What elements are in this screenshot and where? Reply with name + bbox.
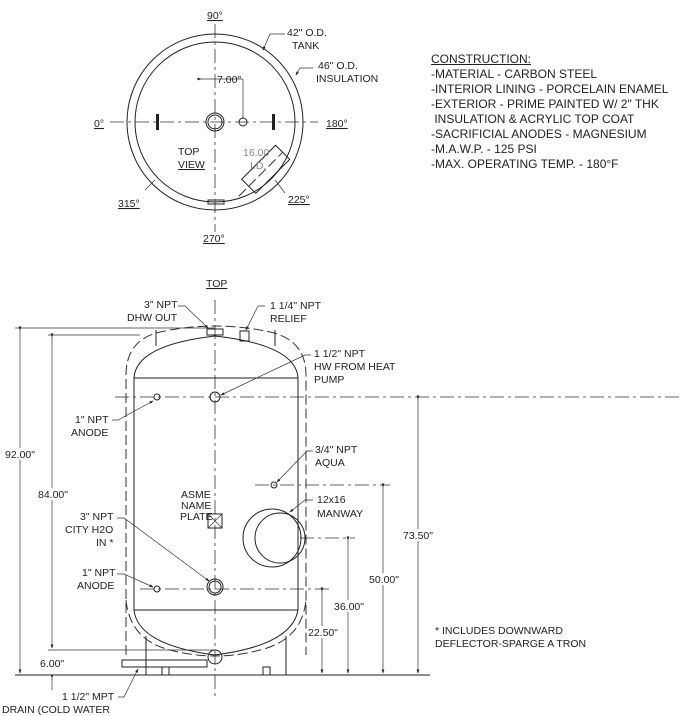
construction-line: -EXTERIOR - PRIME PAINTED W/ 2" THK [431, 97, 659, 111]
city-h2o-port [206, 578, 224, 596]
leader-line [178, 305, 209, 329]
nameplate [207, 513, 223, 529]
lug [156, 114, 159, 130]
leader-line [289, 499, 313, 513]
side-view: TOP 92.00" [2, 278, 681, 716]
tank-od-label: 42" O.D. [287, 27, 327, 39]
center-port [205, 112, 225, 132]
city-h2o-label-2: CITY H2O [65, 524, 113, 536]
foot [262, 666, 271, 676]
anode-upper-label-2: ANODE [71, 427, 108, 439]
manway [242, 508, 302, 568]
anode-lower-port [153, 585, 161, 593]
foot [161, 666, 170, 676]
city-h2o-label: 3" NPT [80, 511, 114, 523]
leader-line [262, 33, 285, 51]
anode-lower-label-2: ANODE [77, 580, 114, 592]
nameplate-label-3: PLATE [180, 511, 212, 523]
top-view: 7.00" 16.00 I.D. TOP VIEW 90° 0° 180° 27… [94, 10, 378, 245]
view-label: TOP [178, 146, 199, 158]
leader-line [144, 179, 156, 191]
lug [272, 114, 275, 130]
manway-label-2: MANWAY [317, 508, 363, 520]
aqua-label: 3/4" NPT [315, 444, 358, 456]
construction-line: -INTERIOR LINING - PORCELAIN ENAMEL [431, 82, 669, 96]
dhw-out-port [206, 328, 224, 336]
drain-label-2: DRAIN (COLD WATER [2, 704, 110, 716]
nameplate-label-2: NAME [181, 500, 211, 512]
construction-line: -SACRIFICIAL ANODES - MAGNESIUM [431, 127, 647, 141]
dhw-out-label-2: DHW OUT [127, 312, 178, 324]
manway-cover [254, 512, 306, 564]
angle-90: 90° [207, 10, 223, 22]
insulation-outline-bottom [125, 599, 307, 657]
view-label-underlined: VIEW [178, 159, 205, 171]
aqua-port [270, 481, 278, 489]
dim-92: 92.00" [5, 449, 35, 461]
dim-22-50: 22.50" [308, 627, 338, 639]
angle-270: 270° [203, 233, 225, 245]
construction-line: -MAX. OPERATING TEMP. - 180°F [431, 157, 619, 171]
hw-heat-pump-label-2: HW FROM HEAT [314, 361, 396, 373]
leader-line [117, 517, 210, 582]
construction-line: -M.A.W.P. - 125 PSI [431, 142, 537, 156]
footnote: * INCLUDES DOWNWARD [435, 625, 563, 637]
leader-line [274, 179, 286, 194]
dim-50: 50.00" [369, 574, 399, 586]
relief-label-2: RELIEF [270, 313, 307, 325]
leader-line [118, 668, 139, 698]
construction-notes: CONSTRUCTION: -MATERIAL - CARBON STEEL -… [431, 52, 668, 172]
lug [207, 199, 225, 205]
dhw-out-label: 3" NPT [144, 299, 178, 311]
manway-id-dim: 16.00 [243, 147, 269, 159]
construction-line: INSULATION & ACRYLIC TOP COAT [431, 112, 635, 126]
manway-outline [238, 144, 291, 197]
relief-port [239, 330, 250, 342]
tank-shell [133, 335, 299, 656]
angle-0: 0° [94, 118, 104, 130]
dim-6: 6.00" [40, 658, 64, 670]
angle-225: 225° [288, 194, 310, 206]
manway-label: 12x16 [317, 494, 346, 506]
footnote-2: DEFLECTOR-SPARGE A TRON [435, 638, 586, 650]
construction-title: CONSTRUCTION: [431, 52, 531, 66]
angle-180: 180° [326, 118, 348, 130]
relief-label: 1 1/4" NPT [270, 300, 322, 312]
nameplate-cross [207, 513, 223, 529]
drain-pipe [121, 659, 208, 668]
construction-line: -MATERIAL - CARBON STEEL [431, 67, 598, 81]
hw-heat-pump-label: 1 1/2" NPT [314, 348, 366, 360]
drain-label: 1 1/2" MPT [62, 691, 115, 703]
skirt [145, 636, 287, 675]
dim-84: 84.00" [38, 489, 68, 501]
city-h2o-port-inner [208, 580, 222, 594]
dimensions: 92.00" 84.00" 6.00" 73.50" 50.00" 36.00"… [4, 326, 434, 690]
leader-line [245, 305, 265, 331]
leader-line [117, 573, 154, 588]
manway-id-unit: I.D. [250, 160, 266, 172]
anode-upper-port [153, 393, 161, 401]
dim-73-50: 73.50" [403, 530, 433, 542]
top-label: TOP [206, 278, 227, 290]
tank-od-label-2: TANK [292, 40, 319, 52]
insulation-od-label: 46" O.D. [318, 60, 358, 72]
leader-line [220, 354, 311, 396]
hw-heat-pump-port [209, 391, 221, 403]
nameplate-label: ASME [181, 489, 211, 501]
leader-line [295, 67, 313, 76]
anode-lower-label: 1" NPT [82, 567, 116, 579]
insulation-od-label-2: INSULATION [316, 73, 378, 85]
city-h2o-label-3: IN * [96, 537, 114, 549]
aqua-label-2: AQUA [315, 457, 345, 469]
offset-dim: 7.00" [217, 74, 241, 86]
center-port-inner [207, 114, 223, 130]
leader-line [112, 400, 154, 421]
insulation-outline [125, 325, 307, 655]
angle-315: 315° [118, 198, 140, 210]
anode-upper-label: 1" NPT [75, 414, 109, 426]
dim-36: 36.00" [334, 601, 364, 613]
leader-line [276, 450, 313, 483]
hw-heat-pump-label-3: PUMP [314, 374, 344, 386]
